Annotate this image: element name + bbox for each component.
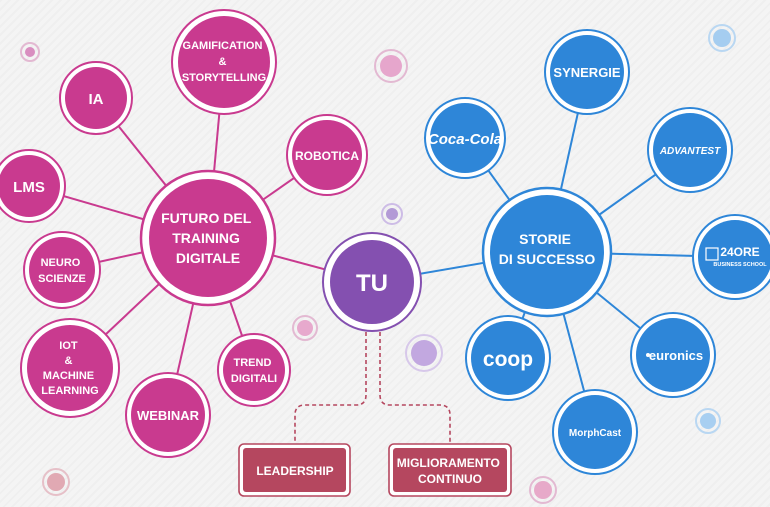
bubble-outline xyxy=(292,315,318,341)
node-coop: coop xyxy=(465,315,551,401)
hub-storie-label: STORIE DI SUCCESSO xyxy=(499,231,596,267)
node-robotica: ROBOTICA xyxy=(286,114,368,196)
node-lms: LMS xyxy=(0,149,66,223)
morphcast-logo-text: MorphCast xyxy=(569,428,622,439)
bubble-outline xyxy=(42,468,70,496)
hub-futuro-label: FUTURO DEL TRAINING DIGITALE xyxy=(161,210,255,266)
bubble-dot xyxy=(386,208,398,220)
node-webinar: WEBINAR xyxy=(125,372,211,458)
hub-storie-successo: STORIE DI SUCCESSO xyxy=(481,186,613,318)
box-leadership: LEADERSHIP xyxy=(238,443,351,497)
coop-logo-text: coop xyxy=(483,348,533,371)
node-morphcast: MorphCast xyxy=(552,389,638,475)
node-trend-label: TREND DIGITALI xyxy=(231,357,277,385)
node-ia-label: IA xyxy=(89,91,104,108)
euronics-logo-text: euronics xyxy=(649,348,703,363)
node-iot: IOT & MACHINE LEARNING xyxy=(20,318,120,418)
node-lms-label: LMS xyxy=(13,179,45,196)
node-trend: TREND DIGITALI xyxy=(217,333,291,407)
advantest-logo-text: ADVANTEST xyxy=(659,146,721,157)
box-connectors xyxy=(294,332,451,444)
cocacola-logo-text: Coca-Cola xyxy=(428,131,502,148)
node-advantest: ADVANTEST xyxy=(647,107,733,193)
bubble-outline xyxy=(20,42,40,62)
node-synergie-label: SYNERGIE xyxy=(553,65,621,80)
bubble-dot xyxy=(380,55,402,77)
bubble-dot xyxy=(47,473,65,491)
node-euronics: euronics xyxy=(630,312,716,398)
bubble-outline xyxy=(381,203,403,225)
decorative-bubbles xyxy=(20,24,736,504)
24ore-logo-title: 24ORE xyxy=(720,245,759,259)
bubble-dot xyxy=(297,320,313,336)
node-cocacola: Coca-Cola xyxy=(424,97,506,179)
node-webinar-label: WEBINAR xyxy=(137,408,200,423)
node-iot-label: IOT & MACHINE LEARNING xyxy=(41,340,98,397)
bubble-dot xyxy=(713,29,731,47)
bubble-outline xyxy=(708,24,736,52)
bubble-dot xyxy=(534,481,552,499)
node-24ore: 24ORE BUSINESS SCHOOL xyxy=(692,214,770,300)
box-miglioramento-label: MIGLIORAMENTO CONTINUO xyxy=(397,456,503,486)
box-leadership-label: LEADERSHIP xyxy=(256,464,333,478)
bubble-dot xyxy=(700,413,716,429)
bubble-dot xyxy=(411,340,437,366)
node-gamification: GAMIFICATION & STORYTELLING xyxy=(171,9,277,115)
24ore-logo-sub: BUSINESS SCHOOL xyxy=(713,262,767,268)
24ore-logo-mark xyxy=(705,247,719,261)
node-ia: IA xyxy=(59,61,133,135)
hub-futuro-training: FUTURO DEL TRAINING DIGITALE xyxy=(139,169,277,307)
node-neuro-label: NEURO SCIENZE xyxy=(38,257,86,285)
node-robotica-label: ROBOTICA xyxy=(295,149,359,163)
bubble-outline xyxy=(405,334,443,372)
bubble-outline xyxy=(695,408,721,434)
bubble-dot xyxy=(25,47,35,57)
bubble-outline xyxy=(529,476,557,504)
box-miglioramento: MIGLIORAMENTO CONTINUO xyxy=(388,443,512,497)
node-gamification-label: GAMIFICATION & STORYTELLING xyxy=(182,40,266,84)
connector-miglioramento xyxy=(379,332,451,444)
node-neuro: NEURO SCIENZE xyxy=(23,231,101,309)
node-synergie: SYNERGIE xyxy=(544,29,630,115)
bubble-outline xyxy=(374,49,408,83)
euronics-logo-dot xyxy=(646,353,650,357)
center-tu: TU xyxy=(322,232,422,332)
center-tu-label: TU xyxy=(356,270,388,297)
connector-leadership xyxy=(294,332,367,444)
